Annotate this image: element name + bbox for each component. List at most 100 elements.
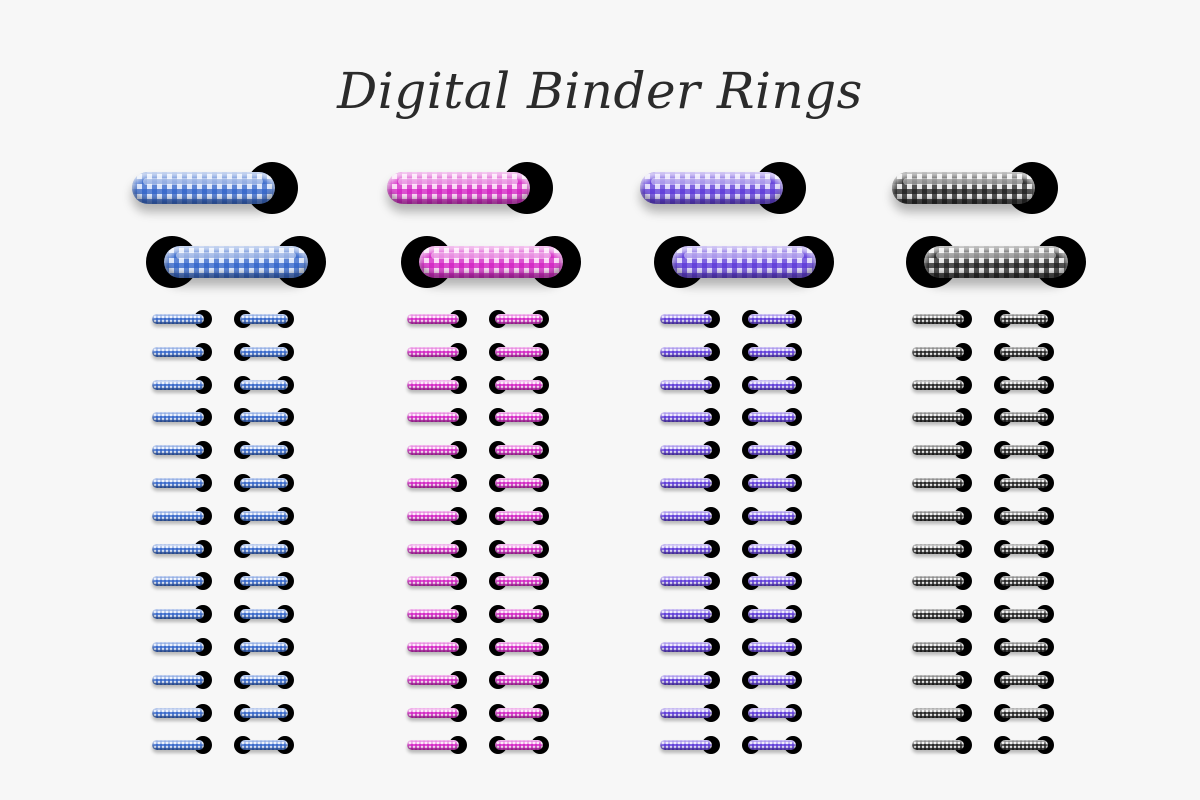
large-ring-double-hole [146, 236, 326, 288]
black-gingham-ring-icon [912, 609, 964, 620]
blue-gingham-ring-icon [152, 674, 204, 685]
small-ring [489, 310, 549, 328]
small-ring [407, 703, 467, 722]
blue-gingham-ring-icon [152, 314, 204, 324]
small-ring [489, 474, 549, 492]
black-gingham-ring-icon [1000, 576, 1048, 587]
small-ring [152, 670, 212, 689]
small-ring [152, 342, 212, 361]
small-ring [912, 506, 972, 525]
small-ring [742, 605, 802, 624]
small-ring [912, 474, 972, 492]
small-ring [742, 572, 802, 591]
blue-gingham-ring-icon [152, 412, 204, 423]
blue-gingham-ring-icon [152, 445, 204, 456]
small-ring [742, 506, 802, 525]
small-ring [994, 736, 1054, 755]
purple-gingham-ring-icon [748, 543, 796, 554]
blue-gingham-ring-icon [240, 609, 288, 620]
small-ring [660, 408, 720, 427]
black-gingham-ring-icon [1000, 314, 1048, 324]
purple-gingham-ring-icon [748, 346, 796, 357]
large-ring-single-hole [640, 162, 806, 214]
purple-gingham-ring-icon [660, 412, 712, 423]
small-ring [660, 670, 720, 689]
purple-gingham-ring-icon [660, 478, 712, 488]
purple-gingham-ring-icon [660, 510, 712, 521]
blue-gingham-ring-icon [152, 379, 204, 390]
black-gingham-ring-icon [912, 346, 964, 357]
small-ring [234, 474, 294, 492]
large-ring-single-hole [387, 162, 553, 214]
small-ring [912, 375, 972, 394]
purple-gingham-ring-icon [660, 314, 712, 324]
small-ring [152, 572, 212, 591]
purple-gingham-ring-icon [748, 412, 796, 423]
small-ring [994, 670, 1054, 689]
black-gingham-ring-icon [912, 707, 964, 718]
pink-gingham-ring-icon [407, 740, 459, 751]
small-ring [742, 375, 802, 394]
pink-gingham-ring-icon [407, 346, 459, 357]
small-ring [489, 638, 549, 656]
black-gingham-ring-icon [912, 478, 964, 488]
small-ring [660, 539, 720, 558]
small-ring [994, 572, 1054, 591]
pink-gingham-ring-icon [495, 543, 543, 554]
small-ring [912, 703, 972, 722]
purple-gingham-ring-icon [660, 740, 712, 751]
small-ring [234, 736, 294, 755]
small-ring [407, 539, 467, 558]
small-ring [912, 605, 972, 624]
purple-gingham-ring-icon [672, 246, 816, 278]
blue-gingham-ring-icon [240, 543, 288, 554]
blue-gingham-ring-icon [152, 543, 204, 554]
small-ring [994, 539, 1054, 558]
small-ring [152, 703, 212, 722]
black-gingham-ring-icon [912, 642, 964, 652]
small-ring [742, 441, 802, 460]
small-ring [742, 408, 802, 427]
black-gingham-ring-icon [912, 314, 964, 324]
blue-gingham-ring-icon [240, 642, 288, 652]
black-gingham-ring-icon [1000, 510, 1048, 521]
small-ring [489, 342, 549, 361]
small-ring [994, 605, 1054, 624]
purple-gingham-ring-icon [660, 445, 712, 456]
purple-gingham-ring-icon [660, 707, 712, 718]
pink-gingham-ring-icon [495, 707, 543, 718]
blue-gingham-ring-icon [152, 609, 204, 620]
pink-gingham-ring-icon [495, 674, 543, 685]
small-ring [234, 703, 294, 722]
black-gingham-ring-icon [1000, 379, 1048, 390]
small-ring [234, 605, 294, 624]
black-gingham-ring-icon [1000, 642, 1048, 652]
blue-gingham-ring-icon [152, 740, 204, 751]
purple-gingham-ring-icon [748, 314, 796, 324]
small-ring [407, 474, 467, 492]
large-ring-single-hole [132, 162, 298, 214]
pink-gingham-set [385, 0, 685, 800]
black-gingham-ring-icon [1000, 478, 1048, 488]
black-gingham-ring-icon [1000, 543, 1048, 554]
pink-gingham-ring-icon [495, 740, 543, 751]
black-gingham-ring-icon [912, 576, 964, 587]
purple-gingham-ring-icon [748, 576, 796, 587]
purple-gingham-ring-icon [748, 445, 796, 456]
pink-gingham-ring-icon [495, 445, 543, 456]
purple-gingham-ring-icon [748, 674, 796, 685]
purple-gingham-ring-icon [640, 172, 783, 204]
pink-gingham-ring-icon [407, 674, 459, 685]
purple-gingham-ring-icon [748, 707, 796, 718]
purple-gingham-ring-icon [660, 642, 712, 652]
blue-gingham-set [130, 0, 430, 800]
pink-gingham-ring-icon [495, 412, 543, 423]
black-gingham-ring-icon [912, 543, 964, 554]
purple-gingham-ring-icon [748, 642, 796, 652]
pink-gingham-ring-icon [407, 609, 459, 620]
small-ring [489, 670, 549, 689]
small-ring [912, 539, 972, 558]
small-ring [742, 736, 802, 755]
black-gingham-ring-icon [912, 740, 964, 751]
pink-gingham-ring-icon [495, 346, 543, 357]
